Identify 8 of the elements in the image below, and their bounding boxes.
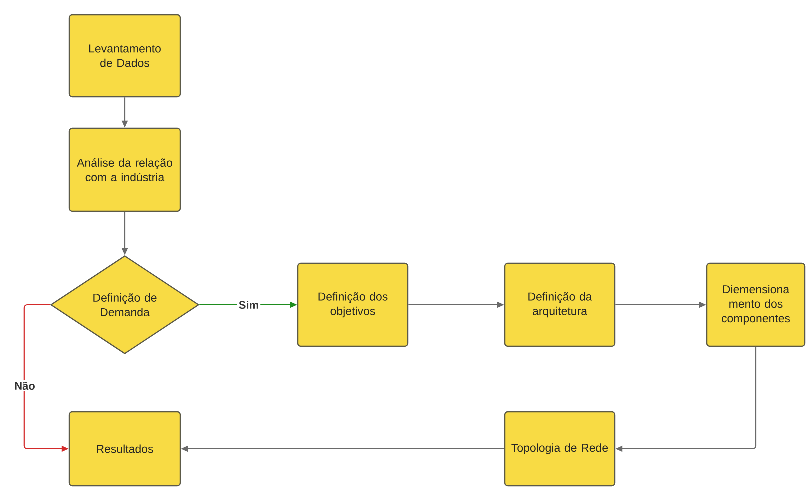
process-box: Levantamento de Dados	[68, 14, 182, 98]
process-box: Definição da arquitetura	[504, 262, 616, 348]
process-box: Análise da relação com a indústria	[68, 128, 182, 212]
process-box: Resultados	[68, 411, 182, 487]
process-box: Topologia de Rede	[504, 411, 616, 487]
process-box: Diemensiona mento dos componentes	[706, 262, 806, 348]
process-box: Definição dos objetivos	[297, 262, 409, 348]
edge-label: Não	[13, 380, 37, 392]
